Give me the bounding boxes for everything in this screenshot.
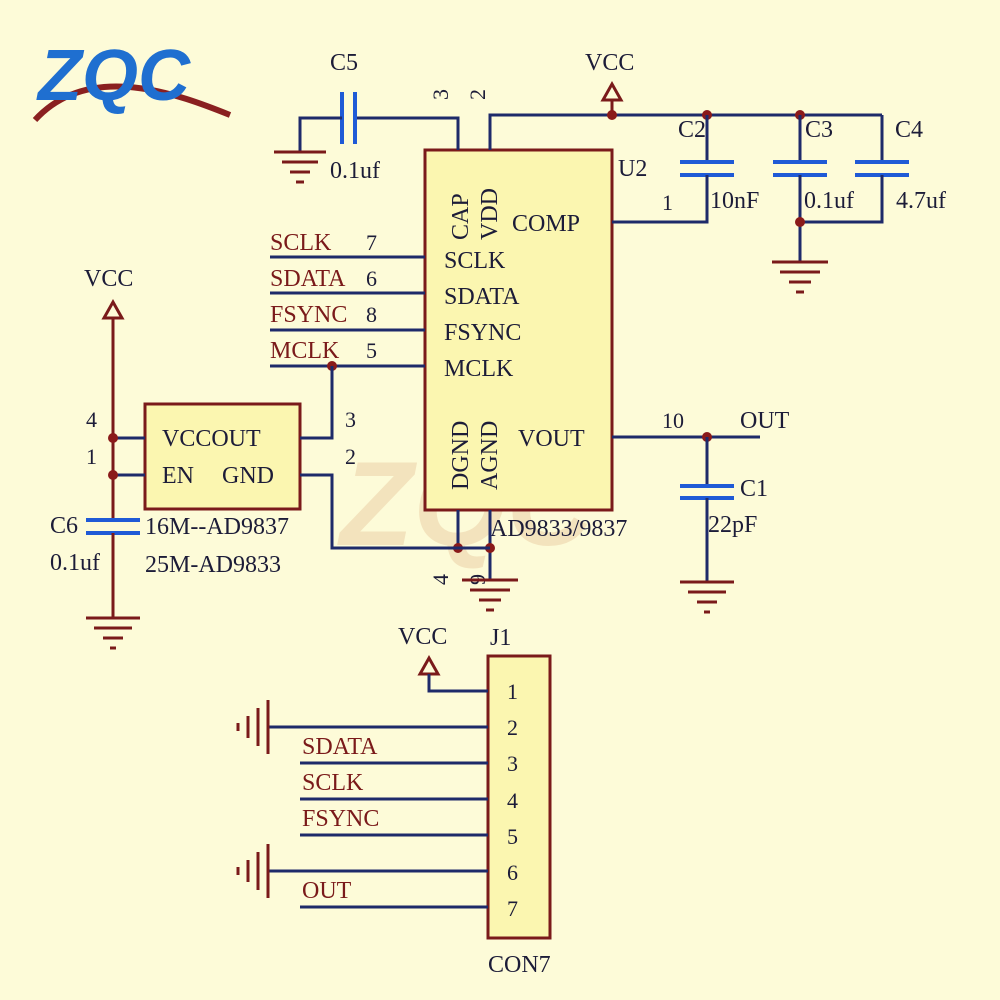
vcc-j1-icon <box>417 654 441 676</box>
j1-out-label: OUT <box>302 878 352 904</box>
c3-value: 0.1uf <box>804 188 854 214</box>
j1-pin-6: 6 <box>507 860 518 885</box>
c5-capacitor: C5 0.1uf <box>274 50 460 184</box>
c1-ref: C1 <box>740 476 768 502</box>
vcc-j1-label: VCC <box>398 624 447 650</box>
vout-output: 10 OUT C1 22pF <box>612 408 790 614</box>
j1-fsync-label: FSYNC <box>302 806 379 832</box>
osc-num-1: 1 <box>86 444 97 469</box>
u2-part: AD9833/9837 <box>490 516 627 542</box>
j1-ref: J1 <box>490 625 511 651</box>
c5-value: 0.1uf <box>330 158 380 184</box>
u2-pin-sclk: SCLK <box>444 248 506 274</box>
c6-ground-icon <box>86 616 140 650</box>
c3-ground-icon <box>772 260 828 294</box>
j1-body <box>486 654 552 940</box>
vcc-junction-1 <box>607 110 617 120</box>
u2-pin-vdd: VDD <box>477 188 503 240</box>
j1-pin-1: 1 <box>507 679 518 704</box>
net-out-label: OUT <box>740 408 790 434</box>
c5-ref: C5 <box>330 50 358 76</box>
u2-num-sdata: 6 <box>366 266 377 291</box>
j1-pin-5: 5 <box>507 824 518 849</box>
j1-sclk-label: SCLK <box>302 770 364 796</box>
u2-num-vdd: 2 <box>465 89 490 100</box>
c4-ref: C4 <box>895 117 923 143</box>
u2-num-vout: 10 <box>662 408 684 433</box>
u2-pin-cap: CAP <box>448 193 474 240</box>
j1-pin-3: 3 <box>507 751 518 776</box>
u2-num-fsync: 8 <box>366 302 377 327</box>
oscillator: VCCOUT EN GND 16M--AD9837 25M-AD9833 4 1… <box>50 266 490 650</box>
vcc-left-junction-2 <box>108 470 118 480</box>
vcc-left-junction-1 <box>108 433 118 443</box>
j1-sdata-label: SDATA <box>302 734 378 760</box>
vdd-decoupling: VCC C2 10nF 1 C3 0.1uf C4 4.7uf <box>488 50 946 294</box>
c1-value: 22pF <box>708 512 757 538</box>
net-sdata-label: SDATA <box>270 266 346 292</box>
vcc-left-label: VCC <box>84 266 133 292</box>
osc-note1: 16M--AD9837 <box>145 514 289 540</box>
osc-num-3: 3 <box>345 407 356 432</box>
u2-ground <box>453 510 518 612</box>
u2-pin-comp: COMP <box>512 211 580 237</box>
u2-ic: U2 AD9833/9837 CAP VDD COMP SCLK SDATA F… <box>423 89 647 585</box>
u2-pin-mclk: MCLK <box>444 356 514 382</box>
gnd-junction-c3 <box>795 217 805 227</box>
logo: ZQC <box>32 36 232 123</box>
j1-pin2-ground-icon <box>236 700 270 754</box>
u2-pin-dgnd: DGND <box>448 421 474 490</box>
vcc-top-label: VCC <box>585 50 634 76</box>
j1-part: CON7 <box>488 952 551 978</box>
u2-pin-fsync: FSYNC <box>444 320 521 346</box>
c2-value: 10nF <box>710 188 759 214</box>
vcc-left-icon <box>101 298 125 320</box>
j1-pin6-ground-icon <box>236 844 270 898</box>
c3-ref: C3 <box>805 117 833 143</box>
j1-pin-4: 4 <box>507 788 518 813</box>
c2-ref: C2 <box>678 117 706 143</box>
oscillator-body <box>143 402 302 511</box>
u2-num-sclk: 7 <box>366 230 377 255</box>
c6-value: 0.1uf <box>50 550 100 576</box>
c1-ground-icon <box>680 580 734 614</box>
j1-pin-7: 7 <box>507 896 518 921</box>
c4-value: 4.7uf <box>896 188 946 214</box>
u2-pin-vout: VOUT <box>518 426 585 452</box>
j1-pin-2: 2 <box>507 715 518 740</box>
u2-num-cap: 3 <box>428 89 453 100</box>
u2-num-comp: 1 <box>662 190 673 215</box>
u2-signal-pins: SCLK SDATA FSYNC MCLK 7 6 8 5 <box>270 230 425 371</box>
u2-ground-icon <box>462 578 518 612</box>
u2-pin-agnd: AGND <box>477 421 503 490</box>
net-fsync-label: FSYNC <box>270 302 347 328</box>
u2-num-mclk: 5 <box>366 338 377 363</box>
osc-gnd: GND <box>222 463 274 489</box>
j1-connector: J1 CON7 1 2 3 4 5 6 7 VCC SDATA SCLK FSY… <box>236 624 552 978</box>
u2-ref: U2 <box>618 156 647 182</box>
u2-body <box>423 148 614 512</box>
u2-num-dgnd: 4 <box>428 574 453 585</box>
logo-text: ZQC <box>36 36 191 116</box>
u2-pin-sdata: SDATA <box>444 284 520 310</box>
osc-note2: 25M-AD9833 <box>145 552 281 578</box>
c6-ref: C6 <box>50 513 78 539</box>
net-sclk-label: SCLK <box>270 230 332 256</box>
osc-vccout: VCCOUT <box>162 426 261 452</box>
osc-en: EN <box>162 463 194 489</box>
osc-num-2: 2 <box>345 444 356 469</box>
net-mclk-label: MCLK <box>270 338 340 364</box>
c5-ground-icon <box>274 150 326 184</box>
osc-num-4: 4 <box>86 407 97 432</box>
